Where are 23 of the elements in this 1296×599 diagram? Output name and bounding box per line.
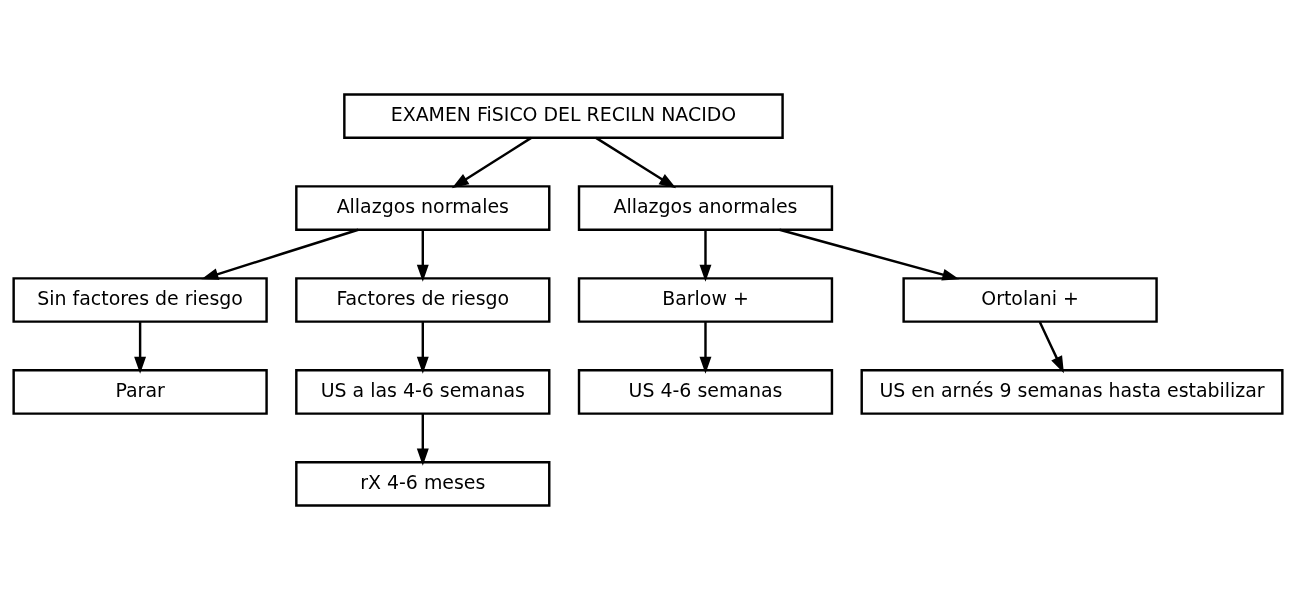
- arrow: [699, 229, 712, 282]
- node-box: Allazgos anormales: [577, 184, 834, 231]
- node-box: Barlow +: [577, 276, 834, 323]
- arrow: [595, 136, 677, 188]
- arrow: [416, 413, 429, 466]
- node-box: US 4-6 semanas: [577, 368, 834, 415]
- arrow: [1038, 321, 1064, 373]
- arrow: [201, 228, 359, 280]
- arrow: [134, 321, 147, 374]
- node-box: US en arnés 9 semanas hasta estabilizar: [860, 368, 1284, 415]
- node-box: rX 4-6 meses: [295, 460, 551, 507]
- arrow: [779, 228, 960, 280]
- node-box: Sin factores de riesgo: [12, 276, 268, 323]
- node-box: Allazgos normales: [295, 184, 551, 231]
- node-box: Ortolani +: [902, 276, 1158, 323]
- arrow: [451, 136, 532, 188]
- node-box: Parar: [12, 368, 268, 415]
- arrow: [699, 321, 712, 374]
- node-box: EXAMEN FiSICO DEL RECILN NACIDO: [343, 92, 784, 139]
- node-box: Factores de riesgo: [295, 276, 551, 323]
- arrow: [416, 321, 429, 374]
- arrow: [416, 229, 429, 282]
- node-box: US a las 4-6 semanas: [295, 368, 551, 415]
